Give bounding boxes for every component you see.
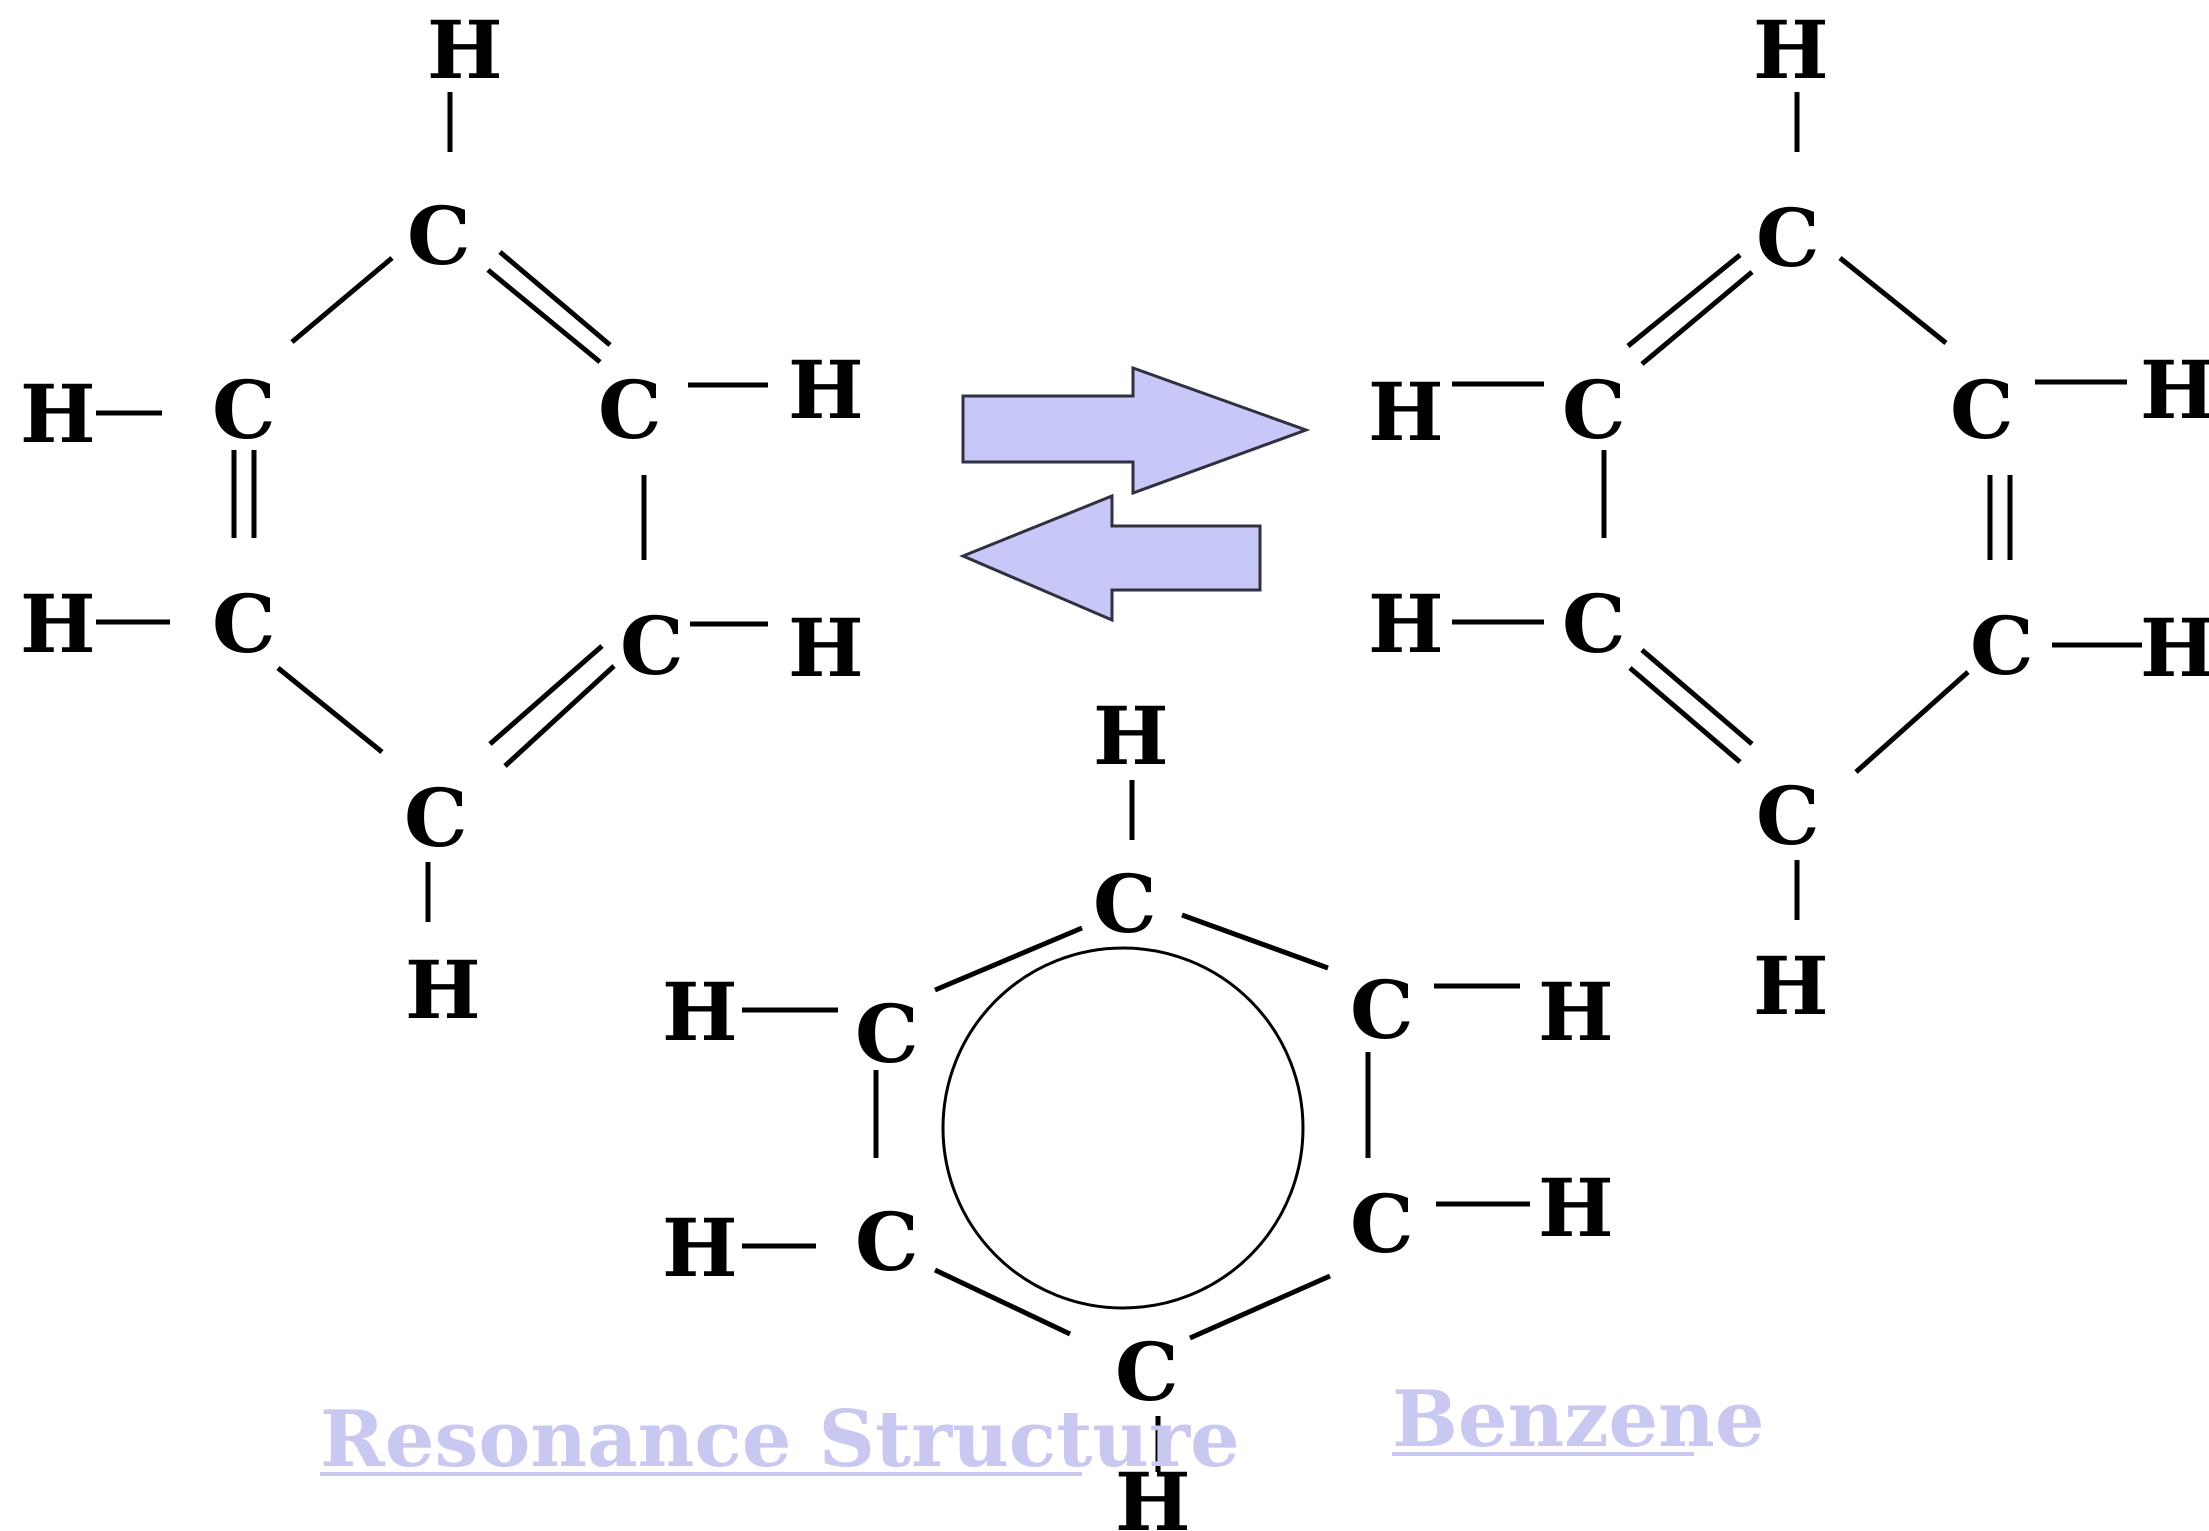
carbon-label: C <box>598 363 662 457</box>
hydrogen-label: H <box>1538 1161 1614 1255</box>
bond-c-c-lower-right <box>1854 670 1970 774</box>
carbon-label: C <box>1950 363 2014 457</box>
bond-c-c-lower-left <box>933 1267 1072 1337</box>
bond-c-c-upper-left-b <box>1640 270 1754 366</box>
kekule-structure-right: H C H C C H H C C H C H <box>1368 3 2209 1033</box>
bond-c-c-lower-right-b <box>503 664 616 768</box>
carbon-label: C <box>855 1195 919 1289</box>
hydrogen-label: H <box>662 965 738 1059</box>
carbon-label: C <box>404 771 468 865</box>
reverse-arrow <box>959 493 1262 623</box>
hydrogen-label: H <box>788 343 864 437</box>
carbon-label: C <box>1756 769 1820 863</box>
hydrogen-label: H <box>20 577 96 671</box>
hydrogen-label: H <box>1753 3 1829 97</box>
bond-c-c-lower-left-a <box>1640 648 1754 746</box>
carbon-label: C <box>407 189 471 283</box>
carbon-label: C <box>212 577 276 671</box>
hydrogen-label: H <box>1093 689 1169 783</box>
bond-c-c-upper-right <box>1838 256 1948 345</box>
hydrogen-label: H <box>1538 965 1614 1059</box>
bond-c-c-upper-left <box>290 256 394 344</box>
carbon-label: C <box>1350 1177 1414 1271</box>
forward-arrow <box>961 365 1311 496</box>
bond-c-c-upper-right-a <box>498 250 612 347</box>
hydrogen-label: H <box>2140 343 2209 437</box>
hydrogen-label: H <box>1368 365 1444 459</box>
hydrogen-label: H <box>1753 939 1829 1033</box>
hydrogen-label: H <box>788 601 864 695</box>
carbon-label: C <box>1093 857 1157 951</box>
kekule-structure-left: H C H C C H H C C H C H <box>20 3 864 1037</box>
carbon-label: C <box>1562 363 1626 457</box>
hydrogen-label: H <box>1115 1455 1191 1531</box>
hydrogen-label: H <box>2140 601 2209 695</box>
benzene-link-text[interactable]: Benzene <box>1392 1374 1765 1465</box>
hydrogen-label: H <box>662 1201 738 1295</box>
carbon-label: C <box>1756 191 1820 285</box>
bond-c-c-lower-right <box>1188 1273 1332 1341</box>
carbon-label: C <box>212 363 276 457</box>
bond-c-c-lower-right-a <box>488 644 604 746</box>
aromatic-benzene-structure: H C H C C H H C C H C H <box>662 689 1614 1531</box>
bond-c-c-lower-left <box>276 666 384 754</box>
benzene-link[interactable]: Benzene <box>1392 1374 1765 1465</box>
hydrogen-label: H <box>427 3 503 97</box>
hydrogen-label: H <box>20 367 96 461</box>
carbon-label: C <box>1562 577 1626 671</box>
carbon-label: C <box>1115 1325 1179 1419</box>
resonance-structure-link-text[interactable]: Resonance Structure <box>320 1394 1240 1485</box>
carbon-label: C <box>1350 963 1414 1057</box>
bond-c-c-upper-right-b <box>486 268 602 364</box>
bond-c-c-lower-left-b <box>1628 666 1742 764</box>
bond-c-c-upper-left <box>934 925 1083 993</box>
carbon-label: C <box>620 599 684 693</box>
carbon-label: C <box>855 987 919 1081</box>
aromatic-ring-circle <box>941 946 1305 1310</box>
equilibrium-arrows <box>959 365 1311 623</box>
bond-c-c-upper-left-a <box>1626 253 1742 348</box>
resonance-structure-link[interactable]: Resonance Structure <box>320 1394 1240 1485</box>
hydrogen-label: H <box>1368 577 1444 671</box>
carbon-label: C <box>1970 599 2034 693</box>
hydrogen-label: H <box>405 943 481 1037</box>
bond-c-c-upper-right <box>1181 912 1329 971</box>
